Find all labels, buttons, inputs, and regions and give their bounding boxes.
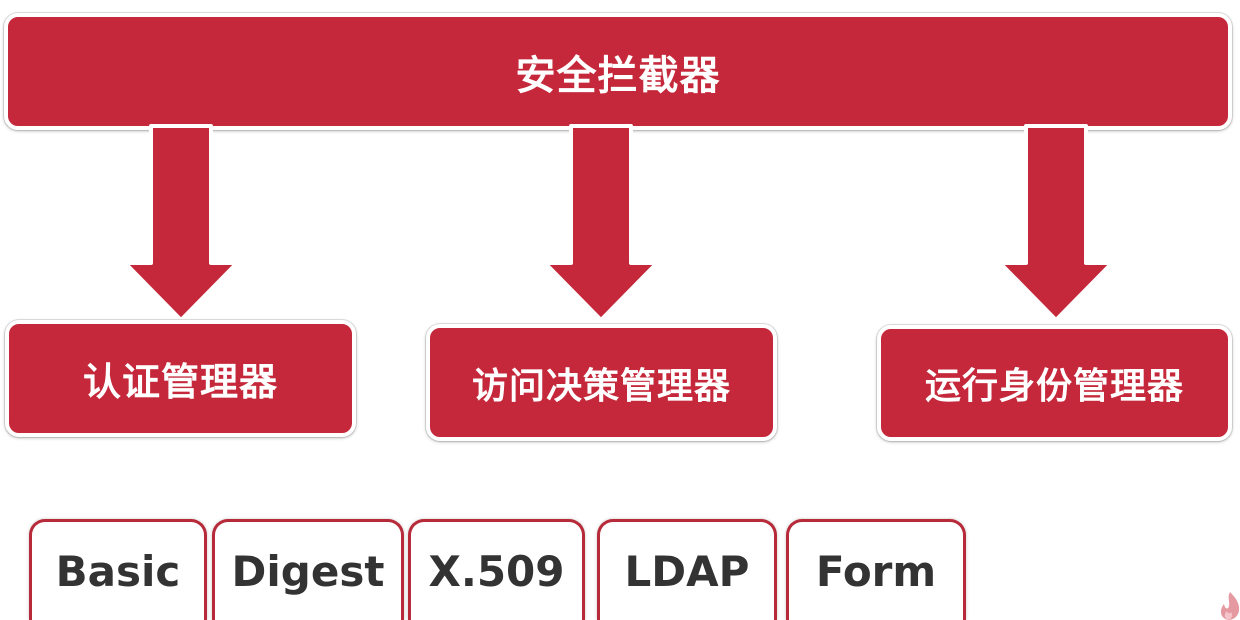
- auth-method-label: LDAP: [624, 546, 750, 596]
- authentication-manager-label: 认证管理器: [82, 360, 278, 404]
- access-decision-manager-box: 访问决策管理器: [426, 324, 777, 441]
- down-arrow-icon: [123, 124, 239, 322]
- auth-method-label: Digest: [231, 546, 385, 596]
- auth-method-form: Form: [786, 519, 966, 620]
- security-interceptor-label: 安全拦截器: [515, 52, 721, 99]
- down-arrow-icon: [543, 124, 659, 322]
- flame-logo-icon: [1206, 592, 1240, 620]
- auth-method-ldap: LDAP: [597, 519, 777, 620]
- down-arrow-icon: [998, 124, 1114, 322]
- auth-method-x509: X.509: [408, 519, 585, 620]
- run-as-manager-box: 运行身份管理器: [877, 325, 1232, 441]
- run-as-manager-label: 运行身份管理器: [924, 366, 1184, 407]
- access-decision-manager-label: 访问决策管理器: [471, 365, 731, 407]
- auth-method-label: Basic: [55, 546, 181, 596]
- auth-method-label: X.509: [428, 546, 565, 596]
- auth-method-label: Form: [815, 546, 937, 596]
- security-interceptor-box: 安全拦截器: [4, 13, 1232, 130]
- authentication-manager-box: 认证管理器: [5, 320, 356, 437]
- auth-method-digest: Digest: [212, 519, 404, 620]
- auth-method-basic: Basic: [29, 519, 207, 620]
